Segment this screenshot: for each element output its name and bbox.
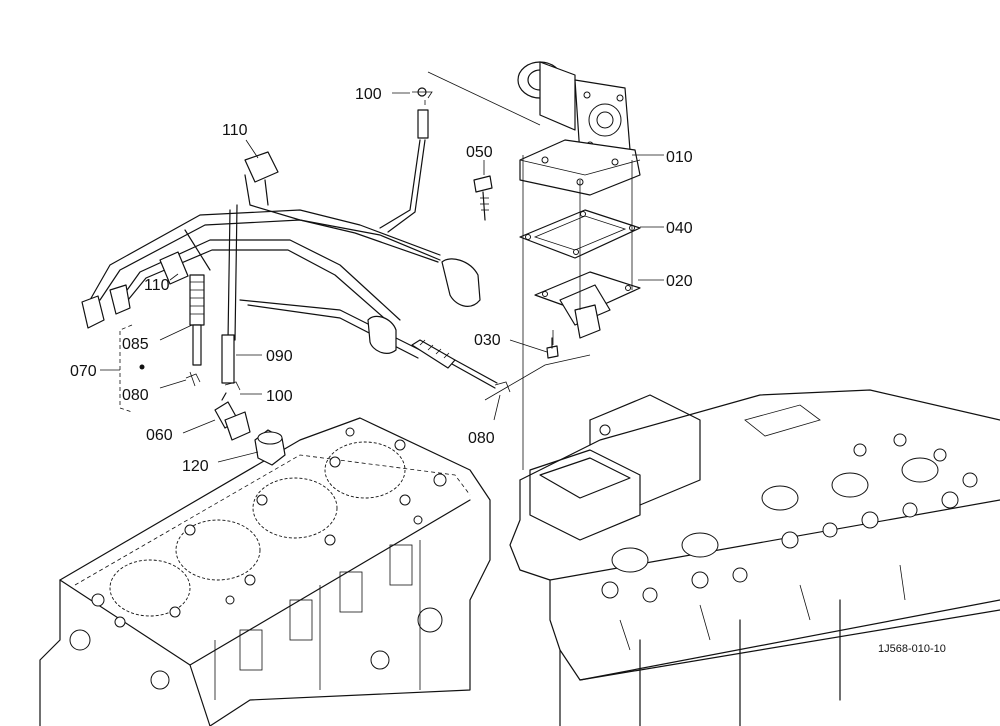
- rubber-cap: [254, 429, 286, 466]
- thermostat: [534, 271, 641, 339]
- callout-110: 110: [222, 122, 248, 139]
- spring-sensor: [189, 274, 235, 384]
- callout-080: 080: [468, 430, 495, 447]
- callout-060: 060: [146, 427, 173, 444]
- cylinder-head: [509, 389, 1000, 726]
- engine-block: [39, 417, 491, 726]
- callout-080: 080: [122, 387, 149, 404]
- callout-030: 030: [474, 332, 501, 349]
- wire-harness: [89, 139, 441, 359]
- spring-sensor-right: [411, 339, 498, 389]
- bolt: [473, 175, 493, 221]
- callout-040: 040: [666, 220, 693, 237]
- callout-010: 010: [666, 149, 693, 166]
- group-bracket: [119, 324, 133, 413]
- thermostat-housing: [517, 61, 641, 196]
- clip: [185, 371, 511, 393]
- callout-110: 110: [144, 277, 170, 294]
- callout-070: 070: [70, 363, 97, 380]
- wire-tie: [412, 87, 433, 139]
- temperature-sensor: [214, 392, 251, 441]
- callout-020: 020: [666, 273, 693, 290]
- callout-120: 120: [182, 458, 209, 475]
- connector: [81, 151, 481, 354]
- callout-100: 100: [355, 86, 382, 103]
- drain-bolt: [546, 337, 559, 359]
- alignment-lines: [424, 71, 633, 470]
- leader-lines: [100, 92, 664, 463]
- drawing-code: 1J568-010-10: [878, 643, 946, 655]
- callout-085: 085: [122, 336, 149, 353]
- group-dot: [139, 364, 145, 370]
- callout-100: 100: [266, 388, 293, 405]
- callout-050: 050: [466, 144, 493, 161]
- callout-090: 090: [266, 348, 293, 365]
